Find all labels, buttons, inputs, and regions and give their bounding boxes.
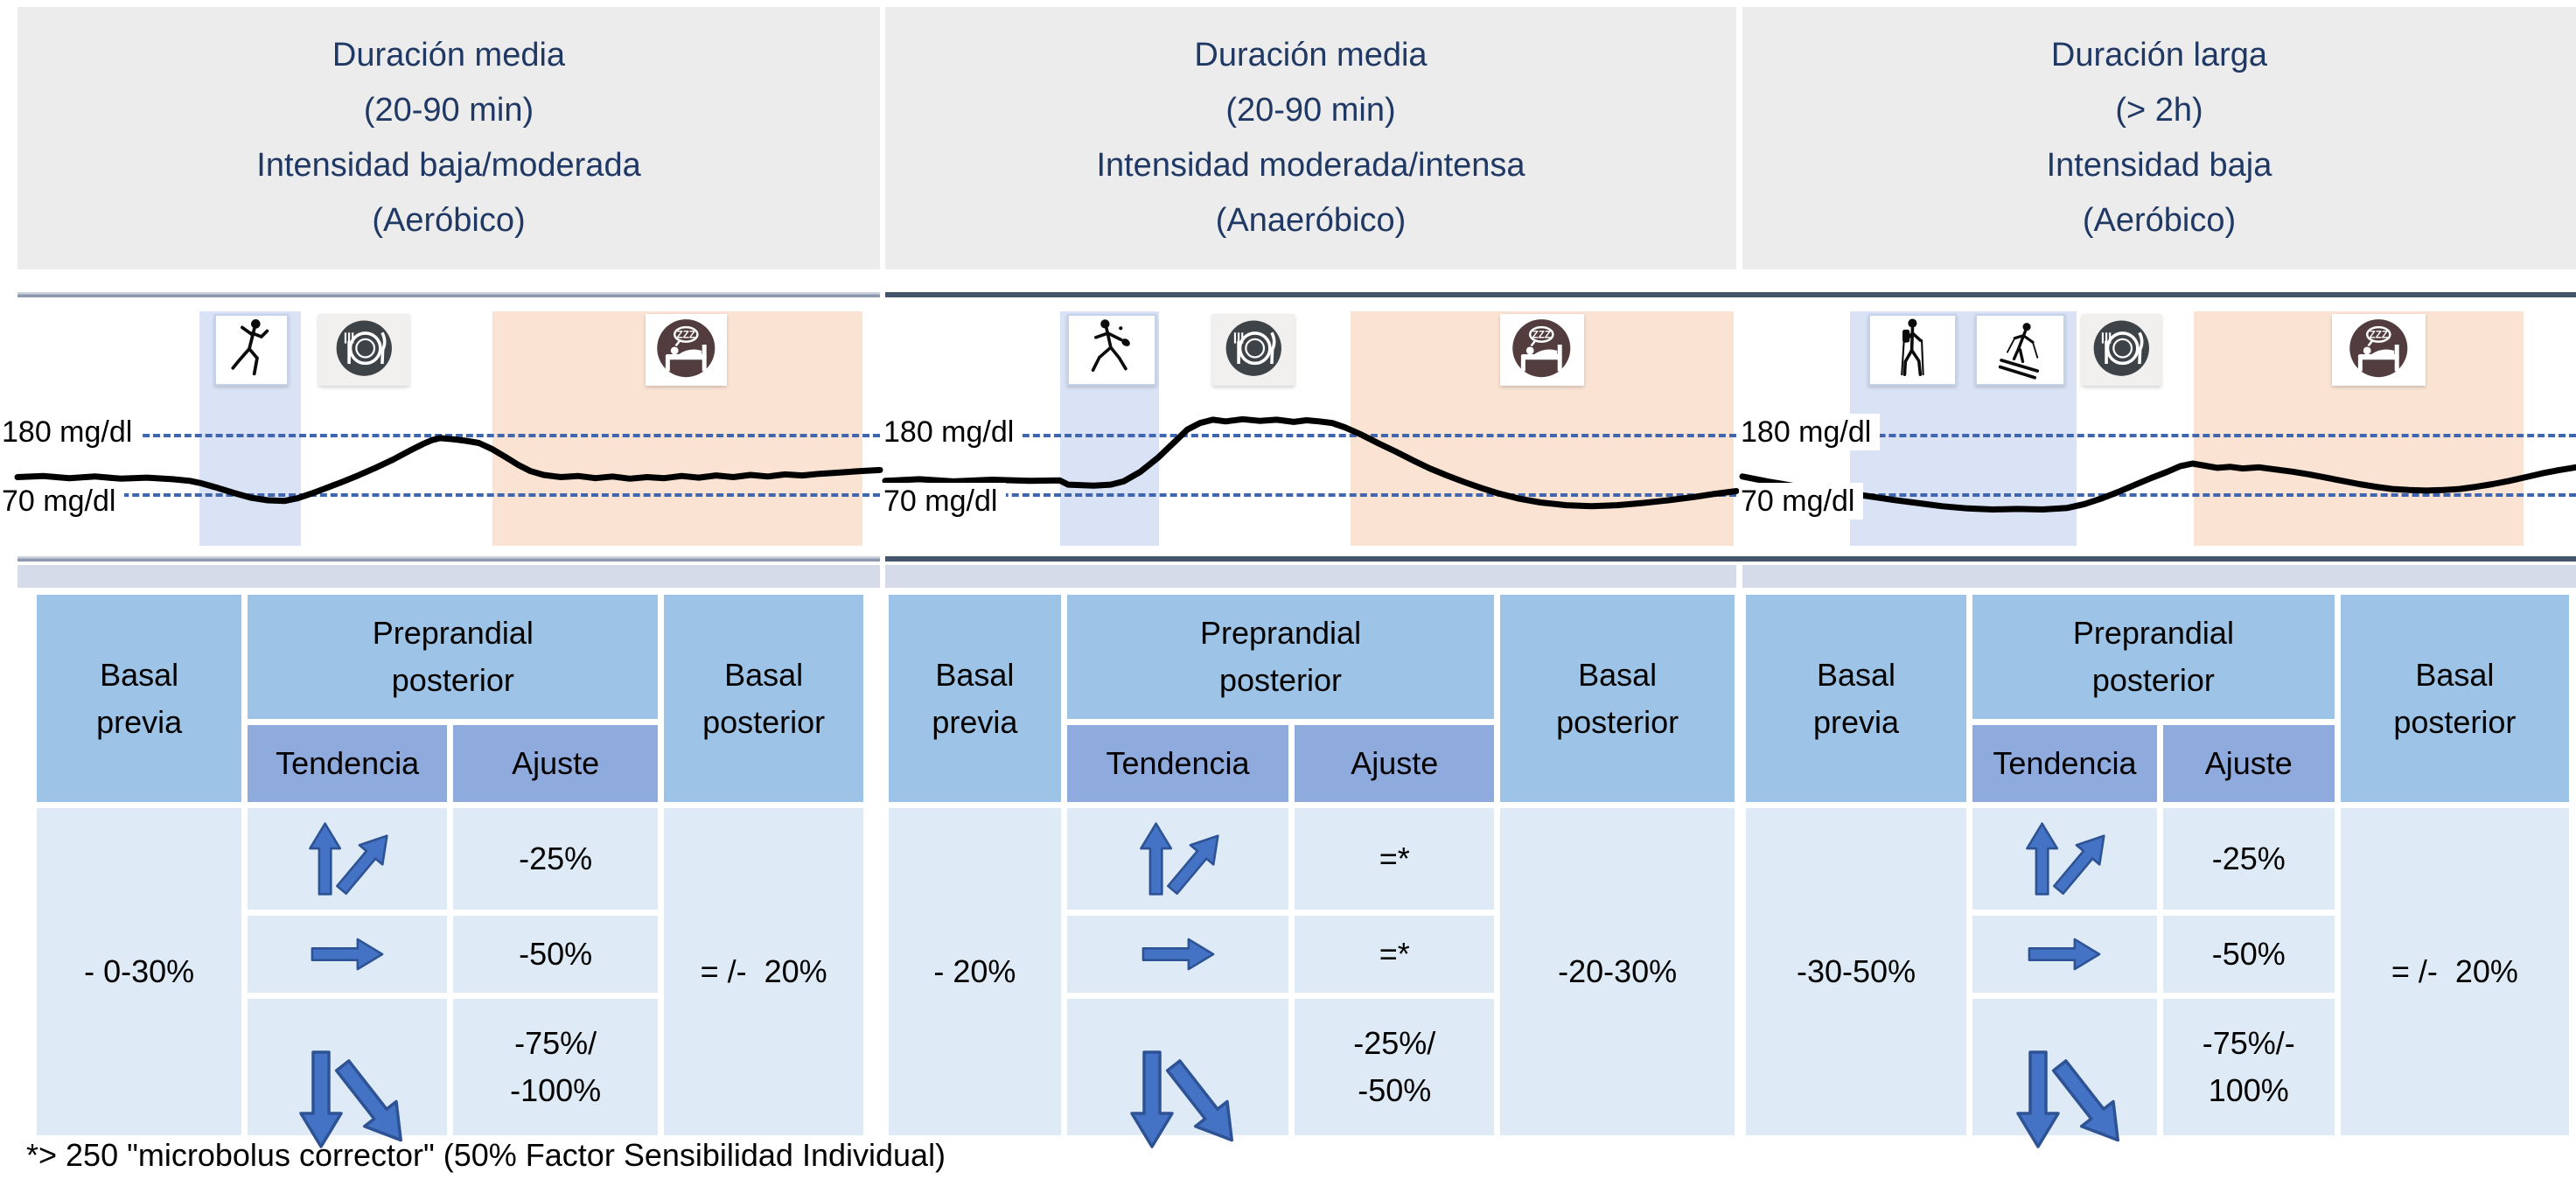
panel-media-anaerobico: Duración media (20-90 min) Intensidad mo… bbox=[882, 0, 1743, 1186]
header-line: Duración media bbox=[332, 37, 566, 73]
col-header-ajuste: Ajuste bbox=[452, 725, 659, 802]
header-line: Intensidad moderada/intensa bbox=[1096, 147, 1525, 184]
col-header-basal-posterior: Basal posterior bbox=[664, 595, 863, 802]
divider bbox=[17, 556, 880, 562]
reference-label-180: 180 mg/dl bbox=[0, 414, 142, 450]
col-header-basal-posterior: Basal posterior bbox=[2340, 595, 2569, 802]
trend-down-icons bbox=[1972, 999, 2157, 1148]
reference-label-180: 180 mg/dl bbox=[882, 414, 1023, 450]
sleep-icon bbox=[2331, 314, 2426, 386]
ajuste-value: -25%/ -50% bbox=[1295, 999, 1495, 1135]
ajuste-value: =* bbox=[1295, 916, 1495, 993]
table-top-band bbox=[1742, 565, 2576, 588]
glucose-curve bbox=[17, 303, 880, 548]
col-header-ajuste: Ajuste bbox=[2162, 725, 2335, 802]
trend-up-icons bbox=[1972, 808, 2157, 910]
meal-icon bbox=[318, 314, 409, 386]
trend-steady-icon bbox=[1972, 916, 2157, 993]
header-line: Intensidad baja bbox=[2046, 147, 2272, 184]
table-top-band bbox=[885, 565, 1736, 588]
col-header-tendencia: Tendencia bbox=[1066, 725, 1289, 802]
meal-icon bbox=[1211, 314, 1295, 386]
col-header-preprandial-posterior: Preprandial posterior bbox=[1066, 595, 1495, 719]
glucose-chart: 180 mg/dl 70 mg/dl bbox=[882, 303, 1736, 548]
hiking-icon bbox=[1867, 314, 1957, 386]
ajuste-value: -50% bbox=[452, 916, 659, 993]
reference-line-70 bbox=[885, 493, 1736, 497]
tennis-icon bbox=[1067, 314, 1157, 386]
header-line: (Anaeróbico) bbox=[1215, 202, 1407, 239]
basal-posterior-value: = /- 20% bbox=[2340, 808, 2569, 1135]
panel-media-aerobico: Duración media (20-90 min) Intensidad ba… bbox=[0, 0, 880, 1186]
glucose-chart: 180 mg/dl 70 mg/dl bbox=[1739, 303, 2576, 548]
sleep-icon bbox=[645, 314, 728, 386]
glucose-chart: 180 mg/dl 70 mg/dl bbox=[0, 303, 880, 548]
ajuste-value: -75%/ -100% bbox=[452, 999, 659, 1135]
ajuste-value: -25% bbox=[452, 808, 659, 910]
trend-up-icons bbox=[248, 808, 447, 910]
col-header-tendencia: Tendencia bbox=[248, 725, 447, 802]
basal-posterior-value: -20-30% bbox=[1500, 808, 1735, 1135]
reference-line-180 bbox=[1742, 434, 2576, 437]
divider bbox=[885, 556, 1743, 562]
col-header-preprandial-posterior: Preprandial posterior bbox=[248, 595, 659, 719]
col-header-preprandial-posterior: Preprandial posterior bbox=[1972, 595, 2335, 719]
ajuste-value: -50% bbox=[2162, 916, 2335, 993]
col-header-basal-previa: Basal previa bbox=[1746, 595, 1967, 802]
table-top-band bbox=[17, 565, 880, 588]
running-icon bbox=[213, 314, 289, 386]
header-line: (20-90 min) bbox=[1225, 92, 1396, 129]
basal-previa-value: - 0-30% bbox=[37, 808, 242, 1135]
panel-larga-aerobico: Duración larga (> 2h) Intensidad baja (A… bbox=[1739, 0, 2576, 1186]
reference-line-70 bbox=[1742, 493, 2576, 497]
basal-posterior-value: = /- 20% bbox=[664, 808, 863, 1135]
ajuste-value: -25% bbox=[2162, 808, 2335, 910]
reference-label-70: 70 mg/dl bbox=[1739, 483, 1864, 520]
skiing-icon bbox=[1974, 314, 2065, 386]
glucose-curve bbox=[885, 303, 1736, 548]
reference-label-180: 180 mg/dl bbox=[1739, 414, 1881, 450]
adjustment-table: Basal previa Preprandial posterior Basal… bbox=[889, 595, 1735, 1148]
reference-label-70: 70 mg/dl bbox=[882, 483, 1007, 520]
col-header-basal-posterior: Basal posterior bbox=[1500, 595, 1735, 802]
trend-up-icons bbox=[1066, 808, 1289, 910]
divider bbox=[1742, 556, 2576, 562]
header-line: Intensidad baja/moderada bbox=[256, 147, 641, 184]
header-line: (20-90 min) bbox=[363, 92, 534, 129]
col-header-basal-previa: Basal previa bbox=[37, 595, 242, 802]
trend-down-icons bbox=[248, 999, 447, 1148]
ajuste-value: -75%/- 100% bbox=[2162, 999, 2335, 1135]
adjustment-table: Basal previa Preprandial posterior Basal… bbox=[37, 595, 863, 1148]
reference-line-180 bbox=[885, 434, 1736, 437]
header-line: (Aeróbico) bbox=[2082, 202, 2237, 239]
divider bbox=[17, 292, 880, 297]
col-header-tendencia: Tendencia bbox=[1972, 725, 2157, 802]
exercise-type-header: Duración larga (> 2h) Intensidad baja (A… bbox=[1742, 7, 2576, 269]
trend-steady-icon bbox=[1066, 916, 1289, 993]
trend-steady-icon bbox=[248, 916, 447, 993]
basal-previa-value: - 20% bbox=[889, 808, 1061, 1135]
glucose-curve bbox=[1742, 303, 2576, 548]
exercise-type-header: Duración media (20-90 min) Intensidad ba… bbox=[17, 7, 880, 269]
header-line: (Aeróbico) bbox=[372, 202, 526, 239]
col-header-ajuste: Ajuste bbox=[1295, 725, 1495, 802]
col-header-basal-previa: Basal previa bbox=[889, 595, 1061, 802]
footnote: *> 250 "microbolus corrector" (50% Facto… bbox=[26, 1137, 946, 1173]
divider bbox=[885, 292, 1743, 297]
reference-line-180 bbox=[17, 434, 880, 437]
divider bbox=[1742, 292, 2576, 297]
reference-line-70 bbox=[17, 493, 880, 497]
meal-icon bbox=[2081, 314, 2162, 386]
header-line: Duración larga bbox=[2050, 37, 2268, 73]
sleep-icon bbox=[1499, 314, 1584, 386]
header-line: (> 2h) bbox=[2115, 92, 2203, 129]
ajuste-value: =* bbox=[1295, 808, 1495, 910]
reference-label-70: 70 mg/dl bbox=[0, 483, 125, 520]
basal-previa-value: -30-50% bbox=[1746, 808, 1967, 1135]
header-line: Duración media bbox=[1194, 37, 1428, 73]
exercise-type-header: Duración media (20-90 min) Intensidad mo… bbox=[885, 7, 1736, 269]
adjustment-table: Basal previa Preprandial posterior Basal… bbox=[1746, 595, 2569, 1148]
trend-down-icons bbox=[1066, 999, 1289, 1148]
